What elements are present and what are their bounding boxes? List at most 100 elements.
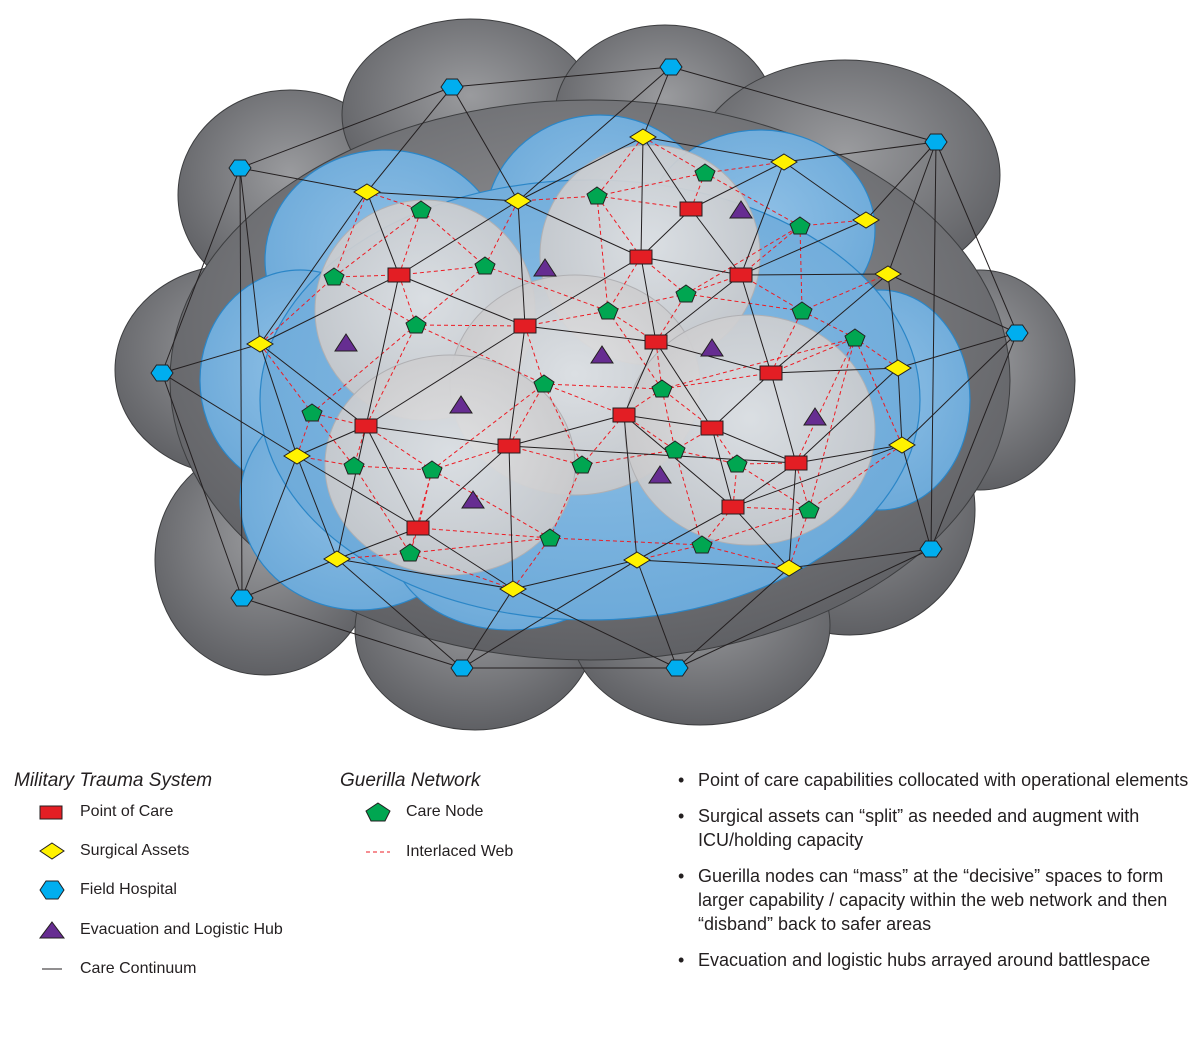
- interlaced-web-line: [770, 310, 803, 374]
- care-continuum-line: [517, 200, 526, 327]
- care-continuum-line: [366, 191, 519, 202]
- care-node-icon: [675, 284, 697, 303]
- care-continuum-line: [655, 341, 772, 374]
- care-node-icon: [694, 163, 716, 182]
- care-continuum-line: [636, 559, 678, 669]
- care-continuum-line: [365, 425, 419, 529]
- interlaced-web-line: [543, 383, 583, 466]
- interlaced-web-line: [795, 462, 810, 511]
- interlaced-web-line: [732, 506, 810, 511]
- interlaced-web-line: [398, 209, 422, 276]
- care-continuum-line: [259, 274, 400, 345]
- network-diagram: [114, 18, 1076, 731]
- care-continuum-line: [623, 414, 713, 429]
- care-continuum-line: [887, 273, 899, 369]
- care-continuum-line: [365, 274, 400, 427]
- interlaced-web-line: [259, 276, 335, 345]
- care-continuum-line: [711, 427, 734, 508]
- care-continuum-line: [336, 425, 367, 560]
- legend-label: Point of Care: [80, 803, 174, 820]
- surgical-asset-icon: [323, 550, 351, 568]
- care-continuum-line: [365, 325, 526, 427]
- interlaced-web-line: [854, 337, 903, 446]
- legend-item-surgical-assets: Surgical Assets: [38, 839, 189, 863]
- care-continuum-line: [239, 167, 261, 345]
- note-guerilla-nodes: Guerilla nodes can “mass” at the “decisi…: [678, 864, 1193, 936]
- care-node-icon: [798, 500, 820, 519]
- interlaced-web-line: [398, 274, 417, 326]
- care-continuum-line: [366, 191, 400, 276]
- care-continuum-line: [711, 427, 797, 464]
- care-continuum-line: [640, 256, 742, 276]
- legend-item-care-continuum: Care Continuum: [38, 957, 197, 981]
- surgical-asset-icon: [283, 447, 311, 465]
- point-of-care-icon: [721, 499, 745, 515]
- care-continuum-line: [640, 208, 692, 258]
- interlaced-web-line: [365, 425, 433, 471]
- care-continuum-line: [398, 274, 526, 327]
- surgical-asset-icon: [504, 192, 532, 210]
- care-continuum-lines: [161, 66, 1018, 669]
- point-of-care-icon: [406, 520, 430, 536]
- surgical-asset-icon: [623, 551, 651, 569]
- care-continuum-line: [241, 558, 338, 599]
- care-continuum-line: [770, 273, 889, 374]
- evacuation-hub-icon: [461, 490, 485, 509]
- interlaced-web-line: [259, 343, 313, 414]
- interlaced-web-line: [353, 465, 433, 471]
- evacuation-hub-icon: [334, 333, 358, 352]
- care-continuum-line: [365, 425, 510, 447]
- care-continuum-line: [783, 141, 937, 163]
- interlaced-web-line: [642, 136, 706, 174]
- care-continuum-line: [642, 136, 692, 210]
- care-continuum-line: [451, 66, 672, 88]
- care-continuum-line: [241, 455, 298, 599]
- interlaced-web-line: [801, 273, 889, 312]
- evacuation-hub-icon: [590, 345, 614, 364]
- care-node-icon: [474, 256, 496, 275]
- interlaced-web-line: [508, 445, 583, 466]
- point-of-care-icon: [513, 318, 537, 334]
- interlaced-web-line: [596, 195, 692, 210]
- care-continuum-line: [239, 167, 368, 193]
- evacuation-hub-icon: [803, 407, 827, 426]
- interlaced-web-line: [581, 414, 625, 466]
- evacuation-hub-icon: [449, 395, 473, 414]
- care-continuum-line: [690, 208, 742, 276]
- point-of-care-icon: [729, 267, 753, 283]
- care-continuum-line: [524, 325, 657, 343]
- legend-label: Interlaced Web: [406, 843, 514, 860]
- legend-item-interlaced-web: Interlaced Web: [364, 840, 513, 864]
- field-hospital-icon: [230, 589, 254, 607]
- surgical-asset-icon: [852, 211, 880, 229]
- care-continuum-line: [517, 66, 672, 202]
- interlaced-web-line: [655, 293, 687, 343]
- care-continuum-line: [259, 191, 368, 345]
- interlaced-web-line: [420, 209, 486, 267]
- evacuation-hub-icon: [648, 465, 672, 484]
- care-continuum-line: [623, 414, 734, 508]
- notes-list: Point of care capabilities collocated wi…: [678, 768, 1193, 984]
- field-hospital-icon: [1005, 324, 1029, 342]
- care-continuum-line: [642, 136, 785, 163]
- interlaced-web-line: [543, 383, 625, 416]
- interlaced-web-line: [417, 527, 551, 539]
- care-continuum-line: [642, 66, 672, 138]
- care-continuum-line: [788, 548, 932, 569]
- care-continuum-line: [161, 372, 298, 457]
- evacuation-hub-icon: [533, 258, 557, 277]
- care-continuum-line: [623, 414, 638, 561]
- note-evacuation-hubs: Evacuation and logistic hubs arrayed aro…: [678, 948, 1193, 972]
- care-continuum-line: [732, 506, 790, 569]
- care-continuum-line: [897, 367, 903, 446]
- care-continuum-line: [524, 256, 642, 327]
- care-node-icon: [399, 543, 421, 562]
- care-continuum-line: [508, 445, 797, 464]
- field-hospital-icon: [228, 159, 252, 177]
- interlaced-web-line: [365, 324, 417, 427]
- care-continuum-line: [640, 136, 644, 258]
- care-continuum-line: [865, 141, 937, 221]
- care-continuum-line: [623, 341, 657, 416]
- interlaced-web-line: [333, 191, 368, 278]
- interlaced-web-line: [596, 195, 609, 312]
